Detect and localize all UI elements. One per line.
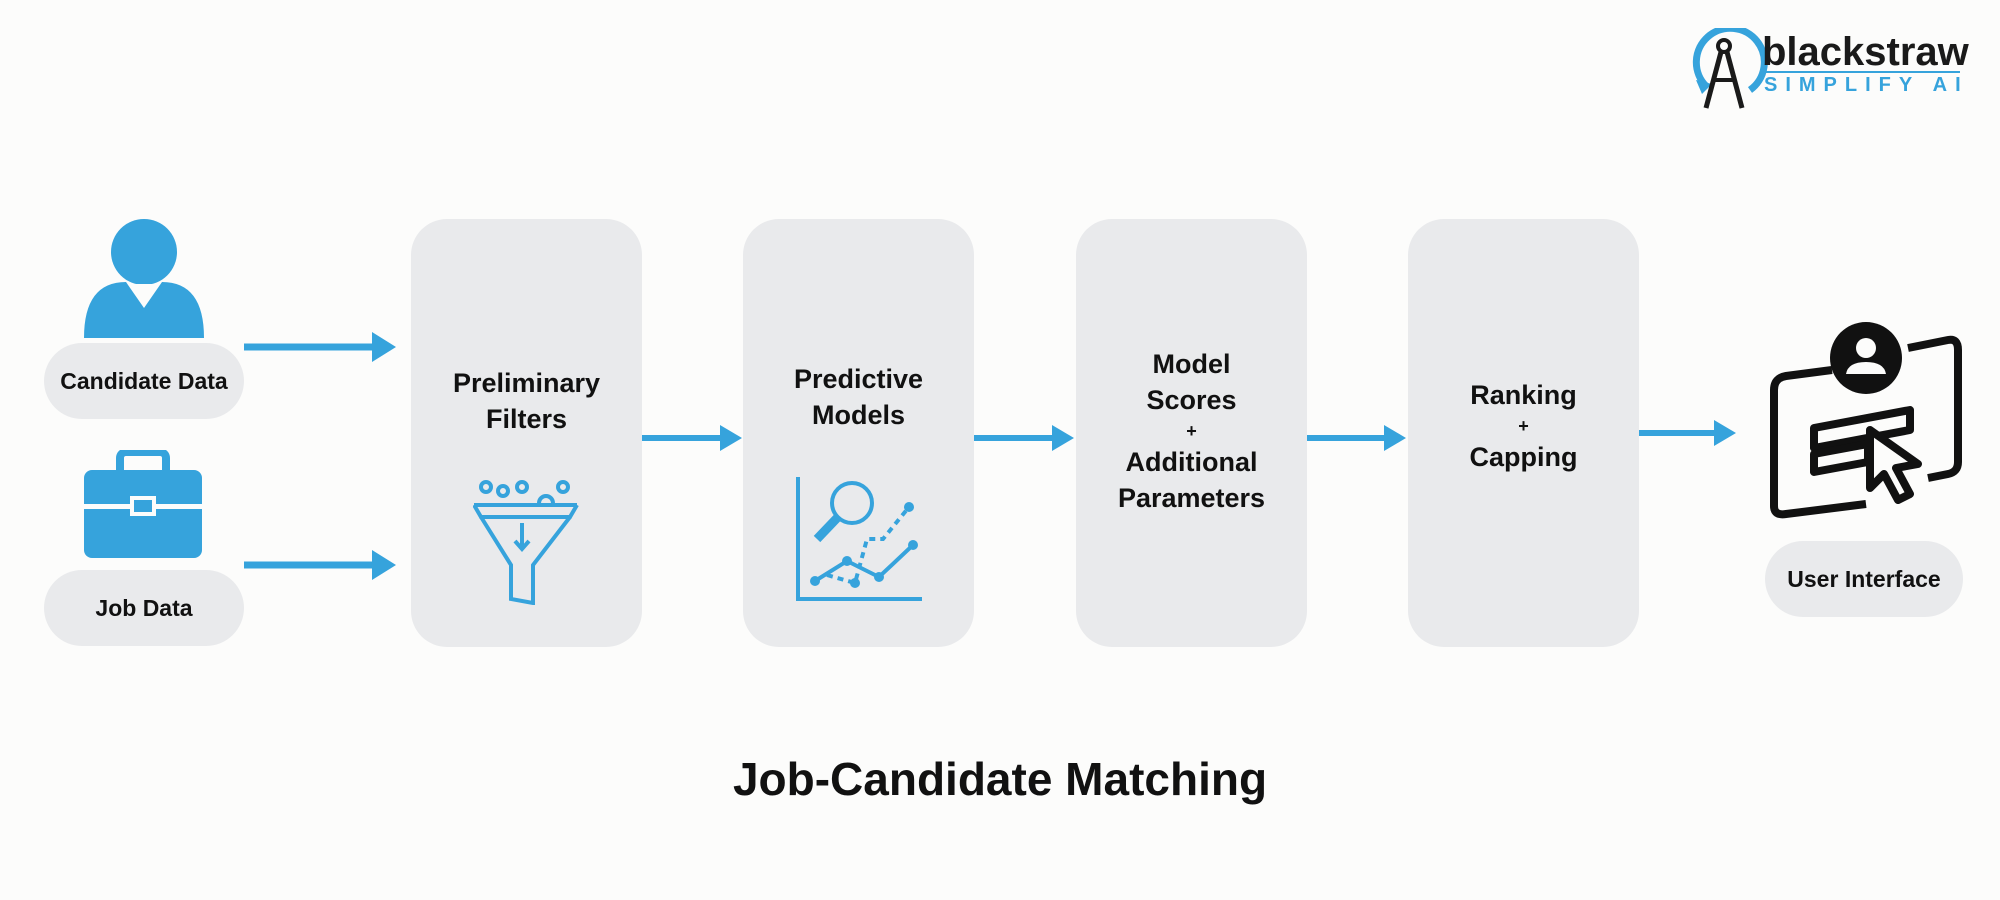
step-label-line: Model: [1152, 349, 1231, 379]
user-interface-label: User Interface: [1765, 541, 1963, 617]
job-data-label: Job Data: [44, 570, 244, 646]
step-label-line: Scores: [1146, 385, 1237, 415]
step-preliminary-filters: Preliminary Filters: [411, 219, 642, 647]
diagram-title: Job-Candidate Matching: [732, 753, 1268, 805]
logo-name: blackstraw: [1762, 30, 1969, 74]
arrow-filters-to-models: [642, 425, 742, 451]
analytics-chart-icon: [796, 477, 922, 601]
arrow-candidate-to-filters: [244, 332, 396, 362]
plus-sign: +: [1186, 421, 1197, 441]
step-label: Model Scores + Additional Parameters: [1076, 346, 1307, 516]
step-label-line: Predictive: [793, 364, 924, 394]
plus-sign: +: [1518, 416, 1529, 436]
step-model-scores: Model Scores + Additional Parameters: [1076, 219, 1307, 647]
step-label-line: Ranking: [1470, 380, 1577, 410]
candidate-data-label: Candidate Data: [44, 343, 244, 419]
step-predictive-models: Predictive Models: [743, 219, 974, 647]
briefcase-icon: [82, 448, 204, 562]
funnel-icon: [473, 480, 579, 605]
step-label: Ranking + Capping: [1408, 377, 1639, 475]
step-label-line: Preliminary: [452, 368, 601, 398]
step-label: Predictive Models: [743, 361, 974, 433]
step-label-line: Models: [811, 400, 905, 430]
compass-logo-icon: [1692, 24, 1768, 109]
step-ranking-capping: Ranking + Capping: [1408, 219, 1639, 647]
arrow-job-to-filters: [244, 550, 396, 580]
step-label: Preliminary Filters: [411, 365, 642, 437]
candidate-icon: [84, 218, 204, 338]
user-interface-icon: [1768, 318, 1962, 524]
step-label-line: Capping: [1469, 442, 1578, 472]
step-label-line: Additional: [1125, 447, 1258, 477]
logo: [1688, 24, 1768, 112]
logo-tagline: SIMPLIFY AI: [1764, 74, 1969, 96]
logo-divider: [1762, 71, 1960, 73]
arrow-models-to-scores: [974, 425, 1074, 451]
arrow-ranking-to-ui: [1638, 420, 1736, 446]
arrow-scores-to-ranking: [1306, 425, 1406, 451]
step-label-line: Filters: [485, 404, 568, 434]
step-label-line: Parameters: [1117, 483, 1266, 513]
